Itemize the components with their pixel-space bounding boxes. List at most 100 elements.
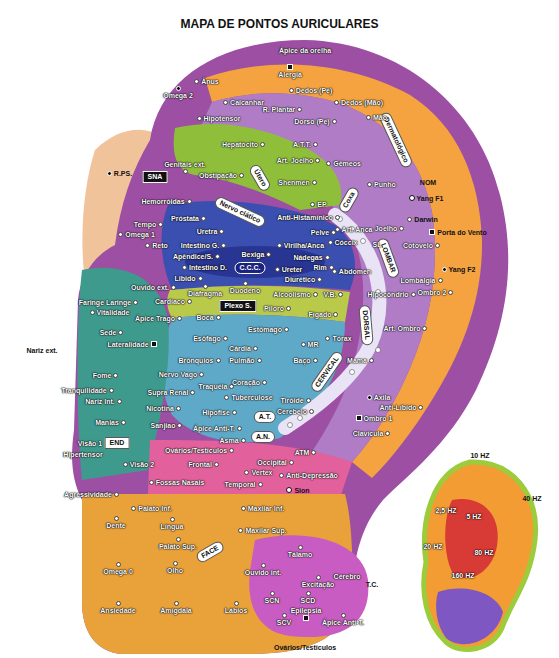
- point-label: A.T.T.: [293, 141, 311, 148]
- point-label: Clavícula: [353, 430, 384, 437]
- point-label: Traquéia: [199, 383, 228, 390]
- point-label: Omega 1: [125, 231, 155, 238]
- point-dot: [199, 372, 204, 377]
- point-dot: [369, 358, 374, 363]
- point-dot: [298, 545, 303, 550]
- region-tag-text: Plexo S.: [224, 302, 251, 309]
- point-label: Lateralidade: [107, 341, 148, 348]
- point-label: Obstipação: [199, 172, 237, 179]
- point-label: Hipocôndrio: [367, 291, 408, 298]
- point-dot: [238, 528, 243, 533]
- point-label: Ureter: [282, 266, 303, 273]
- point-dot: [366, 115, 371, 120]
- region-tag-text: A.T.: [259, 413, 271, 420]
- point-label: Omega 0: [103, 568, 133, 575]
- point-label: Tempo: [134, 221, 156, 228]
- point-dot: [170, 517, 175, 522]
- point-dot: [309, 409, 314, 414]
- point-label: Fome: [93, 372, 112, 379]
- point-label: Temporal: [225, 481, 256, 488]
- point-dot: [118, 330, 123, 335]
- point-label: 2,5 HZ: [435, 507, 456, 514]
- point-dot: [241, 506, 246, 511]
- point-label: Pulmão: [229, 357, 254, 364]
- point-dot: [310, 202, 315, 207]
- point-label: Ouvido int.: [245, 569, 282, 576]
- point-label: Gêmeos: [333, 160, 361, 167]
- point-label: SCD: [301, 597, 316, 604]
- point-label: Excitação: [302, 581, 335, 588]
- point-dot: [121, 420, 126, 425]
- point-dot: [241, 438, 246, 443]
- point-label: Próstata: [171, 215, 199, 222]
- point-label: Lombalgia: [400, 277, 435, 284]
- point-dot: [313, 292, 318, 297]
- point-label: Punho: [374, 181, 396, 188]
- point-dot: [326, 161, 331, 166]
- point-label: Hipertensor: [63, 451, 102, 458]
- point-label: Tálamo: [288, 551, 313, 558]
- point-label: 160 HZ: [452, 572, 475, 579]
- point-dot: [367, 395, 372, 400]
- point-dot: [316, 575, 321, 580]
- point-label: EP: [317, 201, 326, 208]
- point-dot: [289, 88, 294, 93]
- point-dot: [311, 450, 316, 455]
- point-label: Bexiga: [242, 251, 265, 258]
- point-label: Ovários/Testículos: [165, 447, 227, 454]
- point-label: Epilepsia: [291, 607, 322, 614]
- point-label: Manias: [95, 419, 119, 426]
- point-label: NOM: [420, 179, 436, 186]
- point-label: Cerebelo: [277, 408, 307, 415]
- point-label: R. Plantar: [263, 106, 296, 113]
- point-label: Ápice Anti-T.: [193, 425, 235, 432]
- point-label: Mão: [373, 114, 387, 121]
- point-dot: [197, 116, 202, 121]
- point-label: Ânus: [201, 78, 219, 85]
- point-label: Brônquios: [179, 357, 214, 364]
- point-dot: [329, 265, 334, 270]
- point-label: Vitalidade: [97, 309, 130, 316]
- point-dot: [325, 255, 330, 260]
- point-dot: [232, 410, 237, 415]
- point-label: Intestino G.: [181, 242, 220, 249]
- point-label: Cóccix: [335, 239, 358, 246]
- point-label: Palato Inf.: [138, 505, 171, 512]
- point-dot: [149, 480, 154, 485]
- point-dot: [270, 591, 275, 596]
- point-dot: [429, 229, 435, 235]
- point-label: Tórax: [332, 335, 351, 342]
- point-dot: [331, 230, 336, 235]
- point-dot: [301, 342, 306, 347]
- point-label: Nicotina: [146, 405, 174, 412]
- region-tag: C.C.C.: [235, 262, 266, 274]
- point-dot: [177, 316, 182, 321]
- point-label: Fígado: [309, 311, 332, 318]
- point-label: Dedos (Mão): [341, 99, 383, 106]
- point-dot: [145, 243, 150, 248]
- point-dot: [407, 217, 412, 222]
- point-label: Nádegas: [293, 254, 322, 261]
- point-label: V.B.: [324, 291, 337, 298]
- point-label: 40 HZ: [522, 495, 541, 502]
- point-dot: [284, 327, 289, 332]
- point-label: Tuberculose: [231, 394, 272, 401]
- point-label: Yang F2: [449, 266, 476, 273]
- point-label: Frontal: [188, 461, 212, 468]
- point-dot: [183, 169, 188, 174]
- point-label: 20 HZ: [423, 543, 442, 550]
- point-dot: [315, 158, 320, 163]
- point-dot: [201, 216, 206, 221]
- point-label: Ombro 2: [418, 289, 447, 296]
- point-dot: [114, 516, 119, 521]
- point-dot: [317, 277, 322, 282]
- point-label: Tranquilidade: [61, 387, 107, 394]
- point-dot: [114, 492, 119, 497]
- point-label: Porta do Vento: [437, 229, 486, 236]
- point-label: Axila: [374, 394, 391, 401]
- point-label: Fossas Nasais: [156, 479, 205, 486]
- point-label: Esôfago: [193, 335, 221, 342]
- point-label: Vertex: [251, 469, 272, 476]
- point-label: Hipófise: [202, 409, 230, 416]
